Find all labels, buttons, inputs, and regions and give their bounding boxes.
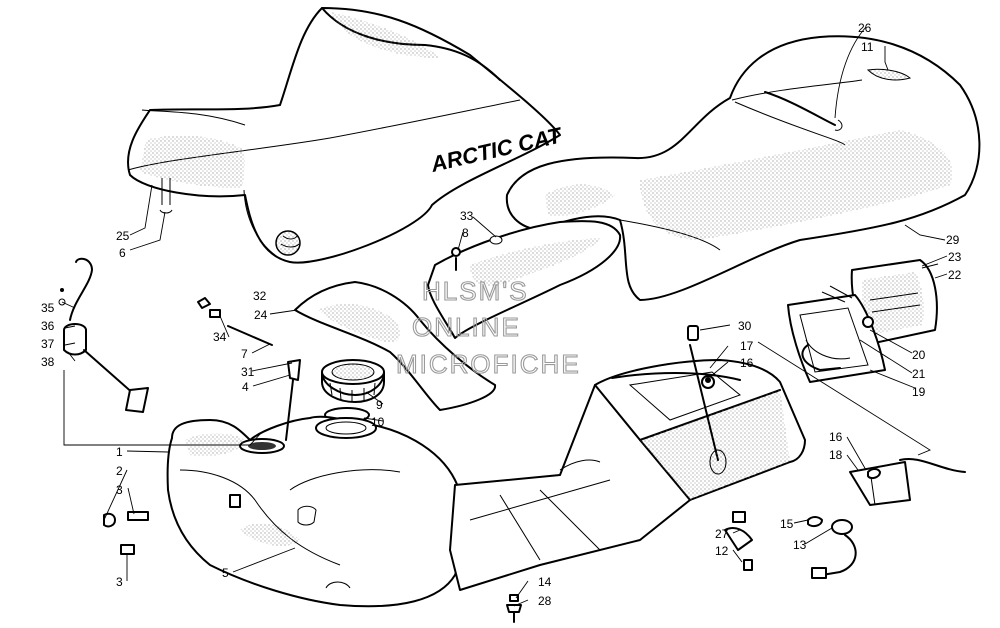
callout-34: 34	[213, 330, 227, 344]
callout-38: 38	[41, 355, 55, 369]
callout-14: 14	[538, 575, 552, 589]
callout-leaders	[61, 26, 948, 607]
callout-6: 6	[119, 246, 126, 260]
light-bracket	[849, 458, 966, 506]
callout-13: 13	[793, 538, 807, 552]
hose-fitting	[197, 297, 301, 441]
callout-28: 28	[538, 594, 552, 608]
callout-22: 22	[948, 268, 962, 282]
fuel-cap	[321, 359, 385, 403]
callout-10: 10	[371, 415, 385, 429]
callout-30: 30	[738, 319, 752, 333]
callout-27: 27	[715, 527, 729, 541]
callout-7: 7	[241, 347, 248, 361]
callout-25: 25	[116, 229, 130, 243]
callout-9: 9	[376, 398, 383, 412]
callout-35: 35	[41, 301, 55, 315]
seat-bracket	[427, 220, 622, 339]
callout-15: 15	[780, 517, 794, 531]
callout-16: 16	[829, 430, 843, 444]
watermark-line-3: MICROFICHE	[396, 349, 581, 379]
callout-32: 32	[253, 289, 267, 303]
callout-11: 11	[861, 40, 874, 54]
callout-5: 5	[222, 566, 229, 580]
callout-33: 33	[460, 209, 474, 223]
callout-29: 29	[946, 233, 960, 247]
callout-3-lower: 3	[116, 575, 123, 589]
callout-36: 36	[41, 319, 55, 333]
callout-4: 4	[242, 380, 249, 394]
fuel-sender	[58, 257, 149, 413]
callout-8: 8	[462, 226, 469, 240]
callout-16-upper: 16	[740, 356, 754, 370]
callout-1: 1	[116, 445, 123, 459]
callout-26: 26	[858, 21, 872, 35]
watermark-line-1: HLSM'S	[422, 276, 529, 306]
taillight-assembly	[787, 259, 938, 383]
seat-base	[294, 281, 496, 411]
callout-20: 20	[912, 348, 926, 362]
callout-2: 2	[116, 464, 123, 478]
vent-fitting	[103, 494, 241, 555]
callout-24: 24	[254, 308, 268, 322]
fuel-tank	[166, 415, 468, 608]
socket-harness	[811, 519, 857, 579]
callout-23: 23	[948, 250, 962, 264]
watermark-line-2: ONLINE	[412, 312, 521, 342]
rear-console	[449, 325, 806, 591]
watermark: HLSM'S ONLINE MICROFICHE	[395, 275, 581, 379]
callout-numbers: 1 2 3 3 4 5 6 7 8 9 10 11 12 13 14 15 16…	[41, 21, 962, 608]
callout-21: 21	[912, 367, 926, 381]
fasteners	[451, 247, 939, 623]
callout-37: 37	[41, 337, 55, 351]
seat-left	[127, 7, 561, 264]
callout-3: 3	[116, 483, 123, 497]
callout-12: 12	[715, 544, 729, 558]
callout-17: 17	[740, 339, 754, 353]
callout-31: 31	[241, 365, 255, 379]
seat-right	[505, 35, 981, 301]
callout-18: 18	[829, 448, 843, 462]
callout-19: 19	[912, 385, 926, 399]
